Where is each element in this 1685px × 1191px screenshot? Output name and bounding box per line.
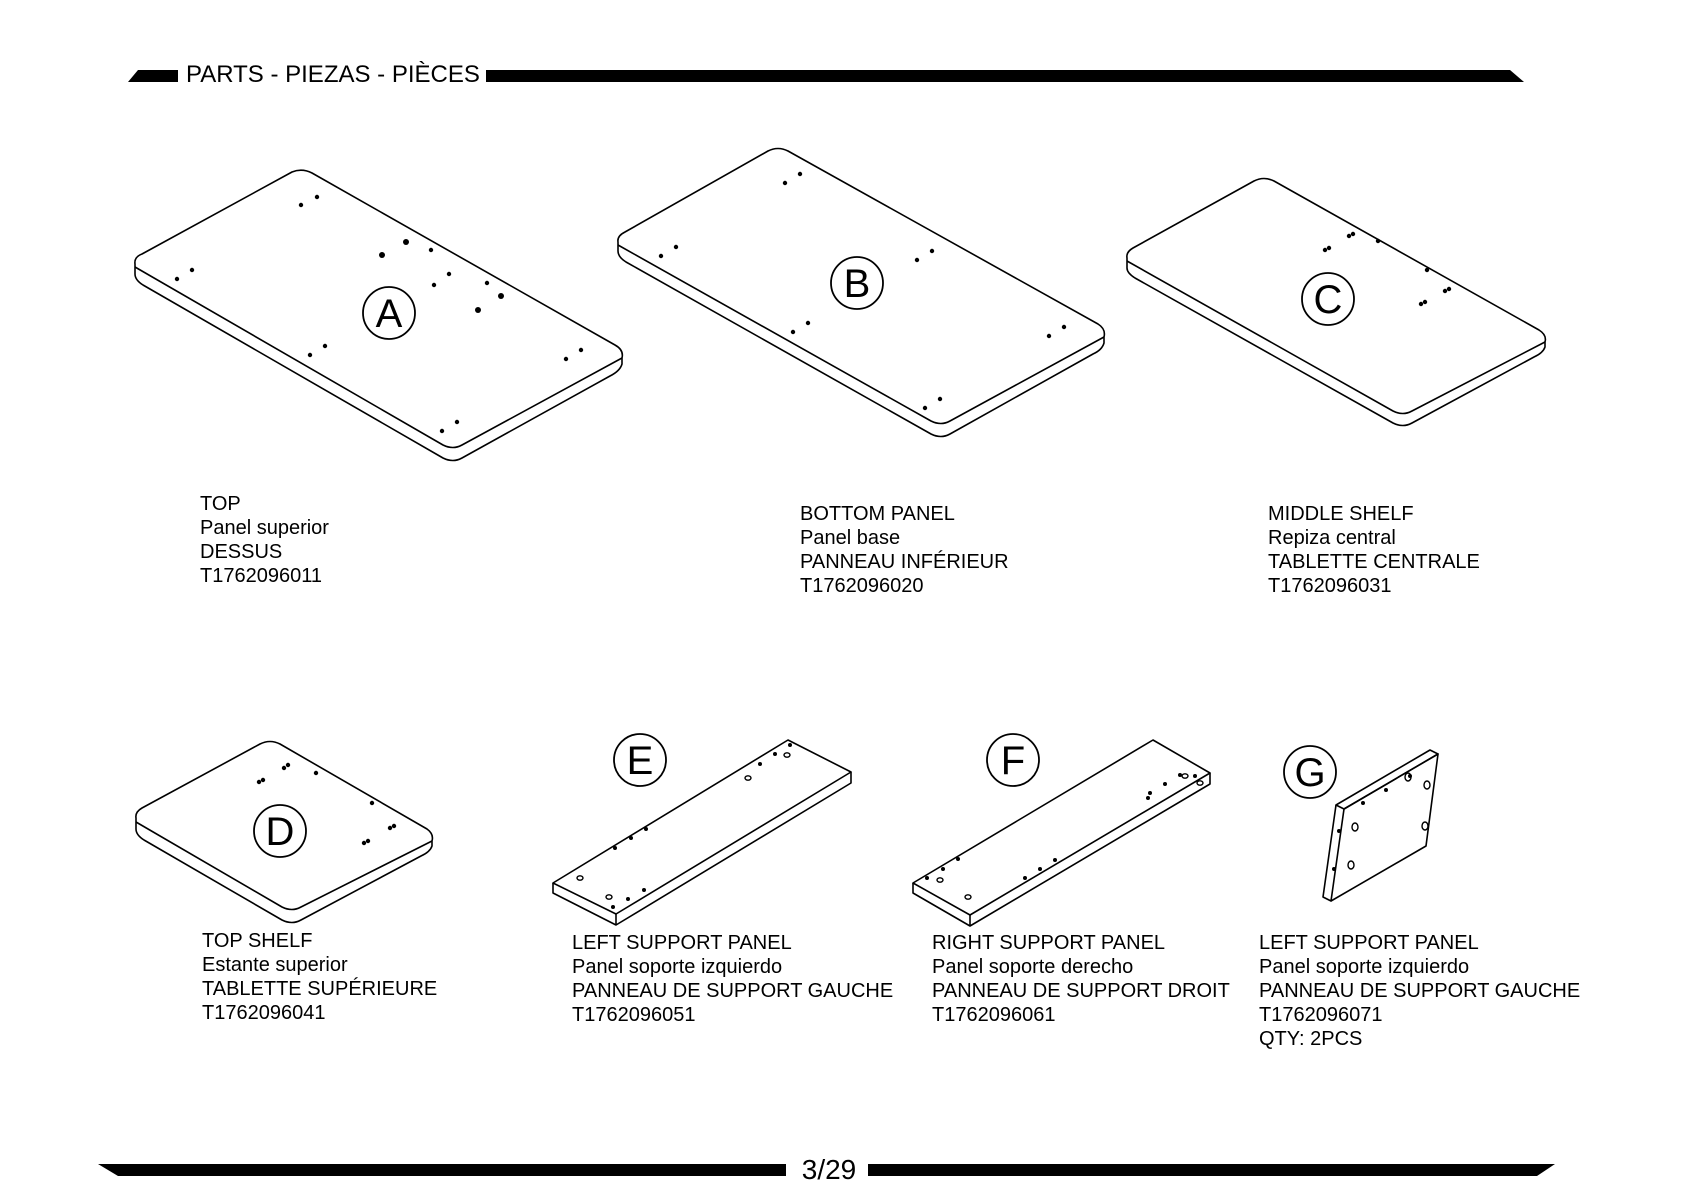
part-name-es: Panel superior	[200, 517, 329, 539]
part-label-f: RIGHT SUPPORT PANEL Panel soporte derech…	[932, 931, 1230, 1027]
part-letter-b: B	[844, 262, 871, 306]
part-label-b: BOTTOM PANEL Panel base PANNEAU INFÉRIEU…	[800, 502, 1009, 598]
footer-bar-right	[868, 1164, 1555, 1176]
part-name-en: LEFT SUPPORT PANEL	[572, 932, 792, 954]
panel-c-drawing	[1126, 177, 1547, 427]
part-name-en: MIDDLE SHELF	[1268, 503, 1414, 525]
panel-d-drawing	[135, 740, 434, 924]
header-bar-left	[128, 70, 178, 82]
part-code: T1762096020	[800, 575, 924, 597]
part-label-d: TOP SHELF Estante superior TABLETTE SUPÉ…	[202, 929, 437, 1025]
part-name-es: Estante superior	[202, 954, 348, 976]
part-letter-c: C	[1314, 278, 1343, 322]
part-code: T1762096011	[200, 565, 322, 587]
part-letter-f: F	[1001, 739, 1025, 783]
panel-f-drawing	[912, 739, 1211, 927]
part-code: T1762096071	[1259, 1004, 1383, 1026]
part-label-c: MIDDLE SHELF Repiza central TABLETTE CEN…	[1268, 502, 1480, 598]
page-number: 3/29	[801, 1154, 857, 1185]
part-name-fr: TABLETTE SUPÉRIEURE	[202, 978, 438, 1000]
part-code: T1762096041	[202, 1002, 326, 1024]
open-hole-markers	[576, 752, 1431, 900]
part-label-a: TOP Panel superior DESSUS T1762096011	[200, 492, 329, 588]
part-label-g: LEFT SUPPORT PANEL Panel soporte izquier…	[1259, 931, 1580, 1051]
part-name-fr: PANNEAU DE SUPPORT GAUCHE	[1259, 980, 1581, 1002]
part-letter-a: A	[376, 292, 403, 336]
part-name-en: TOP SHELF	[202, 930, 313, 952]
part-name-en: TOP	[200, 493, 241, 515]
panel-e-drawing	[552, 739, 852, 926]
part-letter-d: D	[266, 810, 295, 854]
part-name-fr: PANNEAU DE SUPPORT DROIT	[932, 980, 1230, 1002]
page-title: PARTS - PIEZAS - PIÈCES	[186, 61, 480, 88]
part-name-en: LEFT SUPPORT PANEL	[1259, 932, 1479, 954]
panel-g-drawing	[1322, 749, 1439, 902]
part-name-fr: TABLETTE CENTRALE	[1268, 551, 1480, 573]
part-letter-g: G	[1294, 751, 1325, 795]
part-name-es: Panel base	[800, 527, 901, 549]
header-bar-right	[486, 70, 1524, 82]
part-name-fr: DESSUS	[200, 541, 283, 563]
part-name-es: Repiza central	[1268, 527, 1396, 549]
part-name-es: Panel soporte derecho	[932, 956, 1134, 978]
part-code: T1762096051	[572, 1004, 696, 1026]
footer-bar-left	[98, 1164, 786, 1176]
panel-b-drawing	[617, 147, 1106, 438]
part-label-e: LEFT SUPPORT PANEL Panel soporte izquier…	[572, 931, 893, 1027]
part-name-fr: PANNEAU DE SUPPORT GAUCHE	[572, 980, 894, 1002]
panel-a-drawing	[134, 169, 624, 462]
part-code: T1762096031	[1268, 575, 1392, 597]
part-quantity: QTY: 2PCS	[1259, 1028, 1363, 1050]
part-name-es: Panel soporte izquierdo	[1259, 956, 1470, 978]
part-name-en: BOTTOM PANEL	[800, 503, 955, 525]
part-code: T1762096061	[932, 1004, 1056, 1026]
letter-circles	[253, 256, 1355, 858]
part-name-en: RIGHT SUPPORT PANEL	[932, 932, 1166, 954]
part-name-es: Panel soporte izquierdo	[572, 956, 783, 978]
part-name-fr: PANNEAU INFÉRIEUR	[800, 551, 1009, 573]
part-letter-e: E	[627, 739, 654, 783]
